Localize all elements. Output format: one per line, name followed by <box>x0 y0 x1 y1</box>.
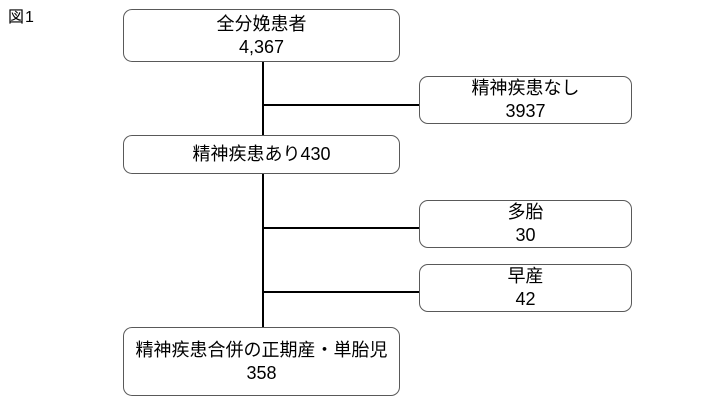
connector-mental-to-final <box>262 174 264 327</box>
connector-branch-preterm <box>262 291 419 293</box>
node-term-singleton-label: 精神疾患合併の正期産・単胎児 <box>135 339 388 360</box>
node-term-singleton: 精神疾患合併の正期産・単胎児 358 <box>123 327 400 396</box>
node-multiple-pregnancy-value: 30 <box>515 225 536 245</box>
node-mental-illness: 精神疾患あり430 <box>123 135 400 174</box>
node-all-deliveries-label: 全分娩患者 <box>216 13 307 34</box>
node-preterm-birth-label: 早産 <box>507 266 544 286</box>
node-no-mental-illness-label: 精神疾患なし <box>471 78 580 98</box>
figure-label: 図1 <box>8 9 35 26</box>
node-no-mental-illness: 精神疾患なし 3937 <box>419 76 632 124</box>
node-all-deliveries-value: 4,367 <box>238 36 285 57</box>
node-multiple-pregnancy-label: 多胎 <box>507 202 544 222</box>
connector-branch-multiple <box>262 227 419 229</box>
connector-total-to-mental <box>262 62 264 136</box>
node-preterm-birth: 早産 42 <box>419 264 632 312</box>
node-preterm-birth-value: 42 <box>515 289 536 309</box>
node-multiple-pregnancy: 多胎 30 <box>419 200 632 248</box>
node-all-deliveries: 全分娩患者 4,367 <box>123 9 400 62</box>
connector-branch-no-mental <box>262 104 419 106</box>
node-no-mental-illness-value: 3937 <box>505 101 546 121</box>
node-mental-illness-label: 精神疾患あり430 <box>192 144 331 164</box>
node-term-singleton-value: 358 <box>246 362 277 383</box>
